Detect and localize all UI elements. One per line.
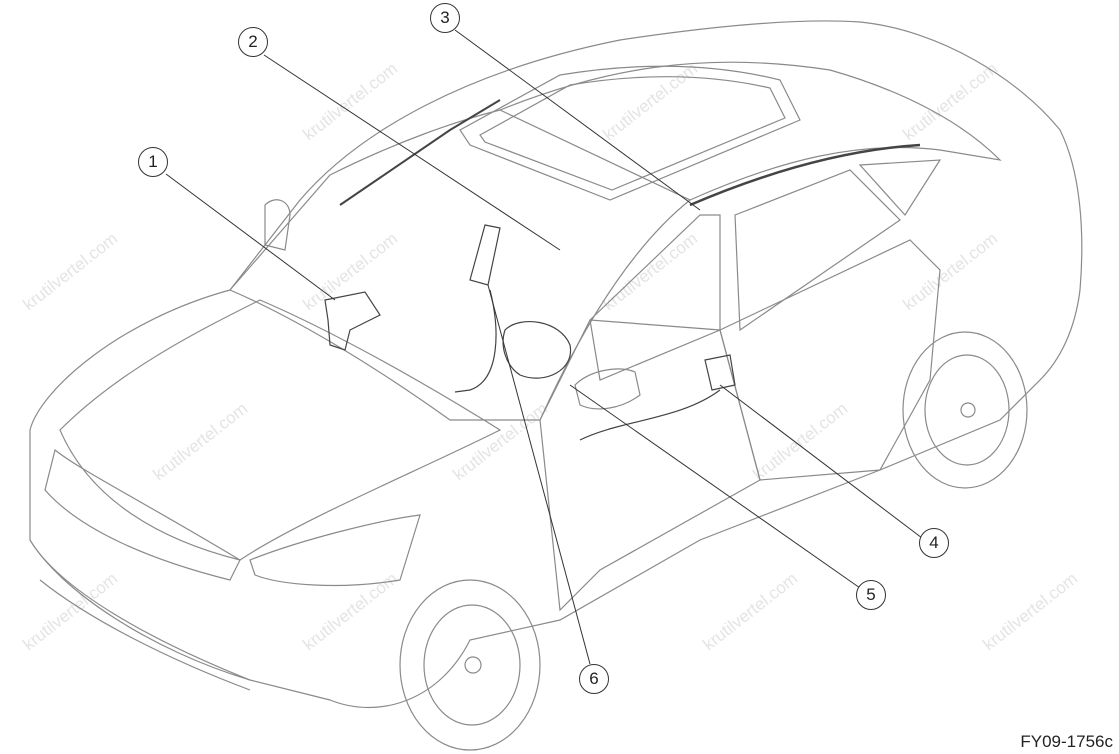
windshield <box>229 109 692 421</box>
passenger-airbag <box>469 224 501 286</box>
curtain-airbag-right <box>689 143 921 207</box>
figure-code: FY09-1756c <box>1020 732 1113 751</box>
rear-door <box>719 239 941 481</box>
callout-4: 4 <box>919 528 949 558</box>
callout-1: 1 <box>138 147 168 177</box>
grille <box>44 448 241 581</box>
callout-2: 2 <box>238 27 268 57</box>
callout-3: 3 <box>430 3 460 33</box>
side-airbag <box>704 354 736 391</box>
leader-line-3 <box>454 29 701 211</box>
rear-quarter-window <box>858 159 942 216</box>
left-mirror <box>264 199 291 251</box>
rear-door-window <box>734 169 901 332</box>
wiring-harness <box>454 289 721 441</box>
front-rim <box>423 604 521 726</box>
leader-line-6 <box>487 284 591 665</box>
callout-6: 6 <box>579 664 609 694</box>
curtain-airbag-left <box>339 99 501 206</box>
roof <box>499 61 1002 201</box>
side-mirror <box>574 368 641 410</box>
rear-wheel <box>902 331 1028 489</box>
bumper <box>29 539 251 691</box>
leader-line-5 <box>569 384 861 589</box>
front-hub <box>464 656 482 674</box>
airbag-control-module <box>324 291 381 351</box>
front-door-window <box>589 214 721 381</box>
leader-line-2 <box>263 54 561 251</box>
rear-rim <box>924 354 1010 466</box>
hood <box>59 299 502 561</box>
leader-line-1 <box>165 173 336 301</box>
steering-wheel-airbag <box>502 321 572 379</box>
headlight <box>249 514 421 587</box>
leader-line-4 <box>719 384 923 539</box>
front-door <box>539 319 761 612</box>
car-body-outline <box>29 20 1083 708</box>
sunroof-inner <box>479 76 786 191</box>
callout-5: 5 <box>856 580 886 610</box>
front-wheel <box>399 579 541 751</box>
rear-hub <box>960 402 976 418</box>
sunroof <box>459 65 801 201</box>
